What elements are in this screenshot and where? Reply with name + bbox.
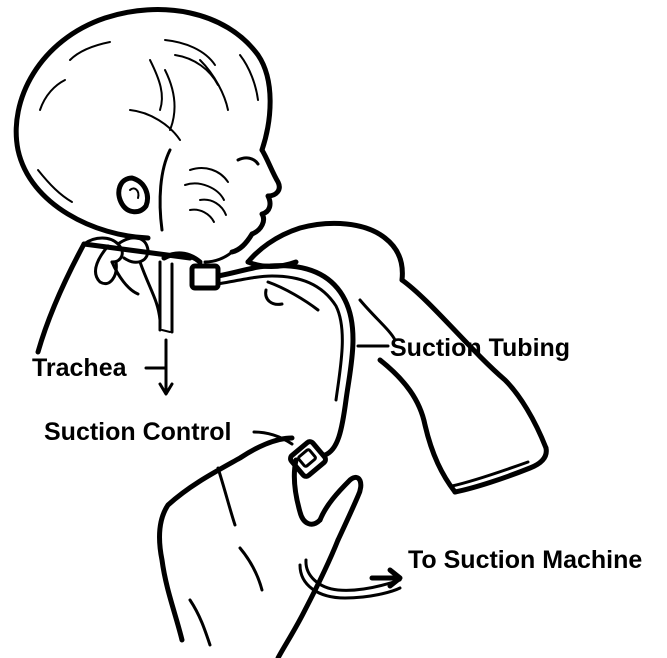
label-trachea: Trachea xyxy=(32,354,128,382)
label-pointers xyxy=(146,340,400,586)
label-suction-control: Suction Control xyxy=(44,418,231,446)
label-to-suction-machine: To Suction Machine xyxy=(408,546,642,574)
tracheostomy-tube xyxy=(160,254,218,332)
label-suction-tubing: Suction Tubing xyxy=(390,334,570,362)
infant-head xyxy=(16,10,279,262)
lower-hand xyxy=(160,438,361,658)
